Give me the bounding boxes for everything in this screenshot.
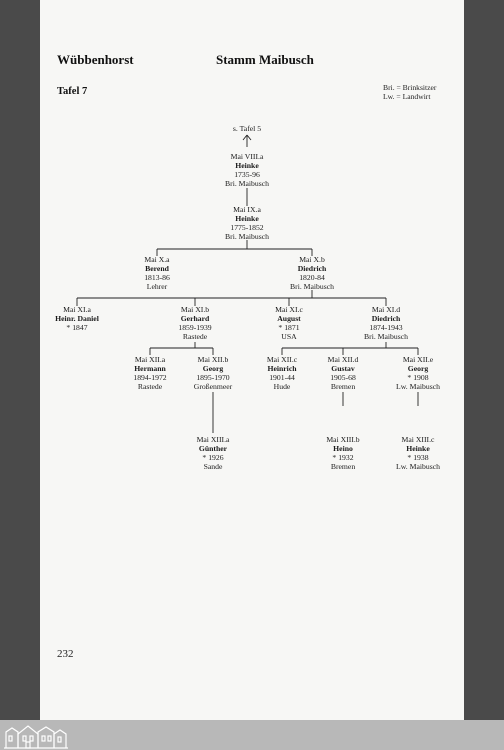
reference-tafel-5: s. Tafel 5	[232, 124, 262, 133]
person-dates: 1775-1852	[230, 223, 264, 233]
person-name: Georg	[407, 364, 429, 374]
person-mai-viii-a: Mai VIII.a Heinke 1735-96 Bri. Maibusch	[225, 152, 269, 188]
person-mai-ix-a: Mai IX.a Heinke 1775-1852 Bri. Maibusch	[225, 205, 269, 241]
person-occupation: Bremen	[330, 462, 356, 472]
person-occupation: Rastede	[182, 332, 208, 342]
person-mai-x-b: Mai X.b Diedrich 1820-84 Bri. Maibusch	[290, 255, 334, 291]
legend: Bri. = Brinksitzer Lw. = Landwirt	[383, 83, 437, 101]
generation-label: Mai XI.c	[275, 305, 303, 314]
person-name: Günther	[198, 444, 228, 454]
generation-label: Mai XII.c	[266, 355, 298, 364]
person-occupation: USA	[281, 332, 297, 342]
generation-label: Mai XI.a	[63, 305, 91, 314]
generation-label: Mai XIII.c	[401, 435, 435, 444]
person-name: Diedrich	[297, 264, 327, 274]
generation-label: Mai XIII.b	[326, 435, 360, 444]
person-name: Heinke	[235, 214, 259, 224]
person-name: Heinrich	[267, 364, 297, 374]
person-occupation: Bremen	[330, 382, 356, 392]
person-dates: 1813-86	[144, 273, 170, 283]
person-mai-xi-d: Mai XI.d Diedrich 1874-1943 Bri. Maibusc…	[364, 305, 408, 341]
person-dates: 1895-1970	[196, 373, 230, 383]
ref-arrow-head-right	[246, 134, 252, 141]
legend-item-landwirt: Lw. = Landwirt	[383, 91, 431, 101]
person-dates: * 1871	[278, 323, 300, 333]
person-name: Gerhard	[180, 314, 210, 324]
tree-connector-lines	[76, 134, 419, 433]
legend-item-brinksitzer: Bri. = Brinksitzer	[383, 83, 437, 92]
person-dates: 1905-68	[330, 373, 356, 383]
person-dates: 1901-44	[269, 373, 295, 383]
generation-label: Mai VIII.a	[230, 152, 264, 161]
book-page: Wübbenhorst Stamm Maibusch Tafel 7 Bri. …	[40, 0, 464, 720]
person-occupation: Bri. Maibusch	[225, 232, 269, 242]
person-dates: 1859-1939	[178, 323, 212, 333]
footer-bar	[0, 720, 504, 750]
person-occupation: Lehrer	[146, 282, 168, 292]
person-occupation: Großenmeer	[193, 382, 233, 392]
generation-label: Mai X.b	[299, 255, 325, 264]
person-name: Heinke	[406, 444, 430, 454]
person-dates: * 1926	[202, 453, 224, 463]
page-title: Stamm Maibusch	[216, 52, 314, 67]
person-name: Berend	[145, 264, 169, 274]
generation-label: Mai XI.b	[180, 305, 210, 314]
person-occupation: Sande	[203, 462, 223, 472]
generation-label: Mai XI.d	[371, 305, 401, 314]
person-mai-xiii-c: Mai XIII.c Heinke * 1938 Lw. Maibusch	[396, 435, 440, 471]
person-mai-xiii-b: Mai XIII.b Heino * 1932 Bremen	[326, 435, 359, 471]
person-mai-xii-d: Mai XII.d Gustav 1905-68 Bremen	[328, 355, 359, 391]
person-occupation: Bri. Maibusch	[364, 332, 408, 342]
person-mai-xii-a: Mai XII.a Hermann 1894-1972 Rastede	[133, 355, 166, 391]
person-name: Georg	[202, 364, 224, 374]
tafel-label: Tafel 7	[57, 86, 88, 97]
person-occupation: Lw. Maibusch	[396, 382, 440, 392]
person-name: Heino	[333, 444, 353, 454]
generation-label: Mai XII.d	[327, 355, 359, 364]
person-dates: 1874-1943	[369, 323, 403, 333]
person-occupation: Bri. Maibusch	[290, 282, 334, 292]
person-mai-xi-a: Mai XI.a Heinr. Daniel * 1847	[55, 305, 99, 332]
person-dates: 1894-1972	[133, 373, 167, 383]
person-mai-x-a: Mai X.a Berend 1813-86 Lehrer	[144, 255, 170, 291]
person-name: Heinke	[235, 161, 259, 171]
person-name: Hermann	[134, 364, 166, 374]
page-number: 232	[57, 648, 74, 660]
person-dates: * 1938	[407, 453, 429, 463]
place-heading: Wübbenhorst	[57, 52, 134, 67]
person-name: Gustav	[331, 364, 355, 374]
generation-label: Mai XII.b	[197, 355, 229, 364]
person-mai-xi-c: Mai XI.c August * 1871 USA	[275, 305, 303, 341]
generation-label: Mai XII.e	[402, 355, 434, 364]
library-building-icon	[4, 725, 68, 749]
person-name: August	[277, 314, 301, 324]
person-mai-xii-c: Mai XII.c Heinrich 1901-44 Hude	[267, 355, 297, 391]
person-mai-xiii-a: Mai XIII.a Günther * 1926 Sande	[197, 435, 230, 471]
person-dates: * 1847	[66, 323, 88, 333]
generation-label: Mai XIII.a	[196, 435, 230, 444]
person-dates: 1735-96	[234, 170, 260, 180]
person-dates: 1820-84	[299, 273, 325, 283]
person-occupation: Hude	[273, 382, 291, 392]
person-occupation: Rastede	[137, 382, 163, 392]
person-mai-xii-e: Mai XII.e Georg * 1908 Lw. Maibusch	[396, 355, 440, 391]
person-occupation: Lw. Maibusch	[396, 462, 440, 472]
generation-label: Mai X.a	[144, 255, 170, 264]
person-dates: * 1932	[332, 453, 354, 463]
person-name: Diedrich	[371, 314, 401, 324]
person-occupation: Bri. Maibusch	[225, 179, 269, 189]
generation-label: Mai IX.a	[233, 205, 261, 214]
person-mai-xii-b: Mai XII.b Georg 1895-1970 Großenmeer	[194, 355, 232, 391]
generation-label: Mai XII.a	[134, 355, 166, 364]
person-dates: * 1908	[407, 373, 429, 383]
ref-arrow-head-left	[242, 134, 248, 141]
person-name: Heinr. Daniel	[55, 314, 99, 324]
person-mai-xi-b: Mai XI.b Gerhard 1859-1939 Rastede	[178, 305, 211, 341]
